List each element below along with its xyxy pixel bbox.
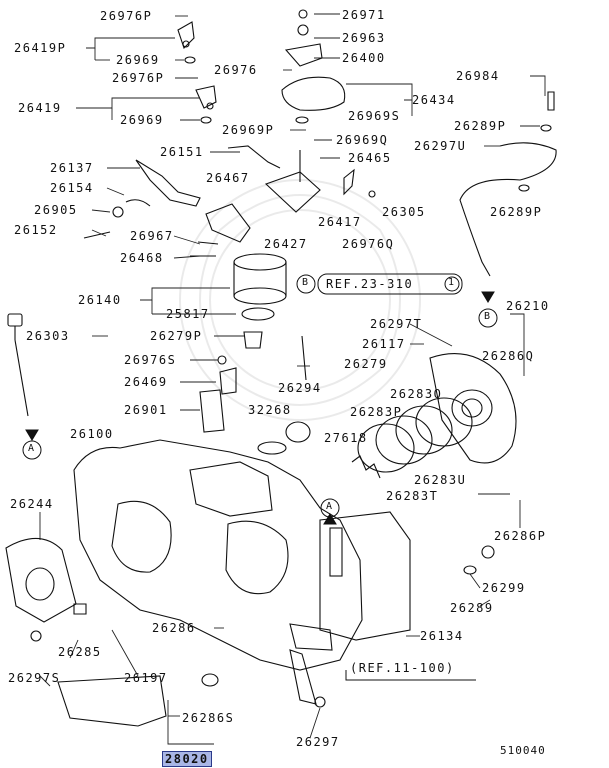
label-26419P: 26419P xyxy=(14,41,67,55)
label-26210: 26210 xyxy=(506,299,550,313)
label-26469: 26469 xyxy=(124,375,168,389)
label-26297: 26297 xyxy=(296,735,340,749)
marker-b-left xyxy=(296,274,316,294)
label-26969-second: 26969 xyxy=(120,113,164,127)
label-26434: 26434 xyxy=(412,93,456,107)
label-26963: 26963 xyxy=(342,31,386,45)
label-26294: 26294 xyxy=(278,381,322,395)
label-26283U: 26283U xyxy=(414,473,467,487)
leader-lines xyxy=(39,13,546,745)
label-26289: 26289 xyxy=(450,601,494,615)
arrows xyxy=(25,291,495,525)
label-26286Q: 26286Q xyxy=(482,349,535,363)
label-26100: 26100 xyxy=(70,427,114,441)
label-26283P: 26283P xyxy=(350,405,403,419)
label-26197: 26197 xyxy=(124,671,168,685)
ref-11-100[interactable]: (REF.11-100) xyxy=(350,661,455,675)
label-26137: 26137 xyxy=(50,161,94,175)
label-26905: 26905 xyxy=(34,203,78,217)
label-26279P: 26279P xyxy=(150,329,203,343)
ref-23-310[interactable]: REF.23-310 xyxy=(326,277,414,291)
label-26289P-right: 26289P xyxy=(490,205,543,219)
label-26967: 26967 xyxy=(130,229,174,243)
label-26283T: 26283T xyxy=(386,489,439,503)
label-26286P: 26286P xyxy=(494,529,547,543)
label-26400: 26400 xyxy=(342,51,386,65)
part-sketches xyxy=(5,9,557,727)
label-26419: 26419 xyxy=(18,101,62,115)
ref2-bracket xyxy=(345,670,476,681)
marker-a-left xyxy=(22,440,42,460)
label-26468: 26468 xyxy=(120,251,164,265)
marker-a-center-text: A xyxy=(326,501,333,512)
label-26154: 26154 xyxy=(50,181,94,195)
label-26305: 26305 xyxy=(382,205,426,219)
label-26976: 26976 xyxy=(214,63,258,77)
label-26901: 26901 xyxy=(124,403,168,417)
ref-box xyxy=(317,273,463,295)
label-26297T: 26297T xyxy=(370,317,423,331)
label-26303: 26303 xyxy=(26,329,70,343)
ref-circle-1 xyxy=(444,276,460,292)
label-25817: 25817 xyxy=(166,307,210,321)
label-26289P-top: 26289P xyxy=(454,119,507,133)
label-26465: 26465 xyxy=(348,151,392,165)
ref-circle-1-text: 1 xyxy=(448,277,456,288)
label-26467: 26467 xyxy=(206,171,250,185)
label-26969Q: 26969Q xyxy=(336,133,389,147)
label-26984: 26984 xyxy=(456,69,500,83)
label-26283Q: 26283Q xyxy=(390,387,443,401)
marker-a-left-text: A xyxy=(28,443,35,454)
label-27618: 27618 xyxy=(324,431,368,445)
label-26971: 26971 xyxy=(342,8,386,22)
label-26427: 26427 xyxy=(264,237,308,251)
label-26969S: 26969S xyxy=(348,109,401,123)
label-26297U: 26297U xyxy=(414,139,467,153)
label-32268: 32268 xyxy=(248,403,292,417)
label-26279: 26279 xyxy=(344,357,388,371)
label-26297S: 26297S xyxy=(8,671,61,685)
marker-b-right-text: B xyxy=(484,311,491,322)
label-26976Q: 26976Q xyxy=(342,237,395,251)
label-26976S: 26976S xyxy=(124,353,177,367)
label-26244: 26244 xyxy=(10,497,54,511)
label-26976P-top: 26976P xyxy=(100,9,153,23)
marker-b-right xyxy=(478,308,498,328)
label-26134: 26134 xyxy=(420,629,464,643)
label-26976P-second: 26976P xyxy=(112,71,165,85)
label-26969-top: 26969 xyxy=(116,53,160,67)
diagram-code: 510040 xyxy=(500,744,546,757)
label-26140: 26140 xyxy=(78,293,122,307)
label-26417: 26417 xyxy=(318,215,362,229)
label-26151: 26151 xyxy=(160,145,204,159)
label-26286S: 26286S xyxy=(182,711,235,725)
label-26286: 26286 xyxy=(152,621,196,635)
label-26969P: 26969P xyxy=(222,123,275,137)
label-26117: 26117 xyxy=(362,337,406,351)
label-26285: 26285 xyxy=(58,645,102,659)
label-26299: 26299 xyxy=(482,581,526,595)
highlighted-part-28020[interactable]: 28020 xyxy=(162,751,212,767)
marker-b-left-text: B xyxy=(302,277,309,288)
label-26152: 26152 xyxy=(14,223,58,237)
